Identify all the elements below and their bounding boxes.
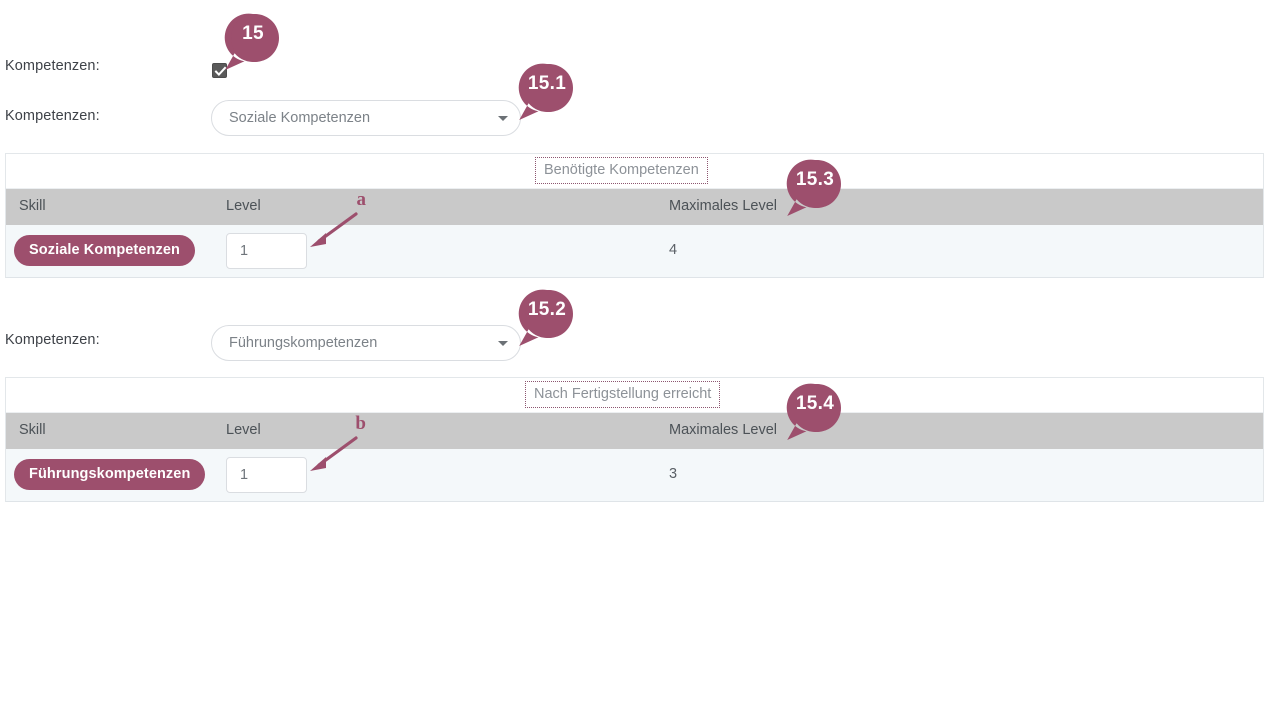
annotation-pin-15-1-label: 15.1: [527, 73, 567, 94]
column-header-skill-1: Skill: [19, 198, 46, 214]
max-level-value-2: 3: [669, 466, 678, 482]
select-soziale-kompetenzen[interactable]: Soziale Kompetenzen: [211, 100, 521, 136]
annotation-pin-15-3-label: 15.3: [795, 169, 835, 190]
column-header-level-1: Level: [226, 198, 261, 214]
annotation-pin-15-3: 15.3: [784, 157, 846, 219]
kompetenzen-select-label-2: Kompetenzen:: [5, 332, 100, 348]
skill-badge-1[interactable]: Soziale Kompetenzen: [14, 235, 195, 266]
level-input-value-1: 1: [240, 243, 249, 259]
table-header-row-2: Skill Level Maximales Level: [6, 413, 1263, 449]
kompetenzen-select-label-1: Kompetenzen:: [5, 108, 100, 124]
table-row: Führungskompetenzen 1 3: [6, 449, 1263, 501]
select-value-2: Führungskompetenzen: [229, 335, 378, 351]
level-input-value-2: 1: [240, 467, 249, 483]
annotation-pin-15-4-label: 15.4: [795, 393, 835, 414]
kompetenzen-toggle-label: Kompetenzen:: [5, 58, 100, 74]
chevron-down-icon: [498, 116, 508, 121]
skills-table-1: Benötigte Kompetenzen Skill Level Maxima…: [5, 153, 1264, 278]
max-level-value-1: 4: [669, 242, 678, 258]
column-header-maximales-level-2: Maximales Level: [669, 422, 777, 438]
table-header-row-1: Skill Level Maximales Level: [6, 189, 1263, 225]
select-value-1: Soziale Kompetenzen: [229, 110, 371, 126]
column-header-maximales-level-1: Maximales Level: [669, 198, 777, 214]
annotation-pin-15: 15: [222, 11, 284, 73]
annotation-pin-15-4: 15.4: [784, 381, 846, 443]
level-input-2[interactable]: 1: [226, 457, 307, 493]
table-caption-row-2: Nach Fertigstellung erreicht: [6, 378, 1263, 413]
skill-badge-2[interactable]: Führungskompetenzen: [14, 459, 206, 490]
annotation-arrow-b: b: [306, 413, 366, 473]
table-caption-1: Benötigte Kompetenzen: [535, 157, 708, 184]
chevron-down-icon: [498, 341, 508, 346]
annotation-arrow-b-label: b: [355, 413, 366, 434]
annotation-pin-15-label: 15: [242, 23, 264, 44]
kompetenzen-checkbox[interactable]: [212, 63, 227, 78]
annotation-pin-15-2: 15.2: [516, 287, 578, 349]
annotation-pin-15-1: 15.1: [516, 61, 578, 123]
level-input-1[interactable]: 1: [226, 233, 307, 269]
annotation-arrow-a: a: [306, 189, 366, 249]
column-header-level-2: Level: [226, 422, 261, 438]
table-caption-row-1: Benötigte Kompetenzen: [6, 154, 1263, 189]
table-caption-2: Nach Fertigstellung erreicht: [525, 381, 721, 408]
select-fuehrungskompetenzen[interactable]: Führungskompetenzen: [211, 325, 521, 361]
column-header-skill-2: Skill: [19, 422, 46, 438]
skills-table-2: Nach Fertigstellung erreicht Skill Level…: [5, 377, 1264, 502]
annotation-arrow-a-label: a: [356, 189, 367, 210]
annotation-pin-15-2-label: 15.2: [527, 299, 567, 320]
table-row: Soziale Kompetenzen 1 4: [6, 225, 1263, 277]
